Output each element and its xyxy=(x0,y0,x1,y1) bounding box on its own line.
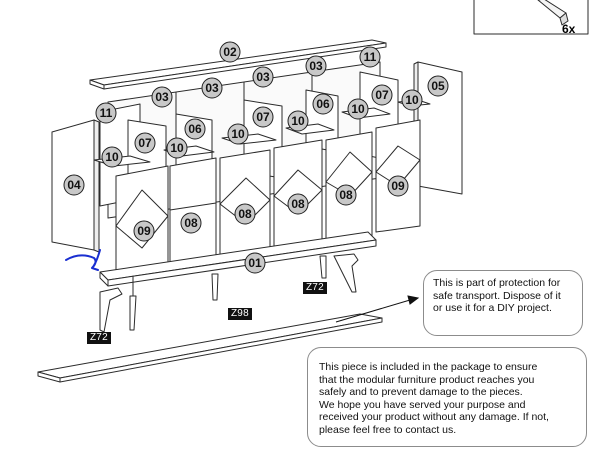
legs-z72 xyxy=(99,253,359,333)
part-number: 10 xyxy=(105,150,119,164)
part-badge-p03d: 03 xyxy=(305,55,327,77)
part-number: 05 xyxy=(431,79,445,93)
part-badge-p08c: 08 xyxy=(287,193,309,215)
tag-z98: Z98 xyxy=(228,308,252,320)
part-number: 10 xyxy=(405,93,419,107)
part-number: 11 xyxy=(364,50,377,64)
part-number: 03 xyxy=(309,59,323,73)
part-badge-p04: 04 xyxy=(63,174,85,196)
tag-z72-right: Z72 xyxy=(303,282,327,294)
part-number: 10 xyxy=(170,141,184,155)
part-number: 06 xyxy=(188,122,202,136)
package-note-line: We hope you have served your purpose and xyxy=(319,398,526,411)
part-badge-p08a: 08 xyxy=(180,212,202,234)
protection-note: This is part of protection for safe tran… xyxy=(423,270,583,336)
part-badge-p10e: 10 xyxy=(166,137,188,159)
part-badge-p11a: 11 xyxy=(359,46,381,68)
part-badge-p01: 01 xyxy=(244,252,266,274)
part-badge-p10b: 10 xyxy=(401,89,423,111)
part-badge-p07c: 07 xyxy=(134,132,156,154)
part-number: 08 xyxy=(291,197,305,211)
part-number: 08 xyxy=(184,216,198,230)
part-badge-p03b: 03 xyxy=(201,77,223,99)
package-note-line: This piece is included in the package to… xyxy=(319,361,538,373)
door-left xyxy=(115,165,169,275)
part-number: 10 xyxy=(231,127,245,141)
part-number: 02 xyxy=(223,45,237,59)
part-number: 10 xyxy=(291,114,305,128)
part-number: 01 xyxy=(248,256,262,270)
part-badge-p05: 05 xyxy=(427,75,449,97)
screw-z98 xyxy=(211,273,219,301)
package-note-line: received your product without any damage… xyxy=(319,411,549,423)
part-badge-p08b: 08 xyxy=(234,203,256,225)
part-number: 07 xyxy=(256,110,270,124)
part-badge-p06a: 06 xyxy=(312,93,334,115)
part-badge-p07a: 07 xyxy=(371,84,393,106)
part-number: 03 xyxy=(256,70,270,84)
part-badge-p03c: 03 xyxy=(252,66,274,88)
part-badge-p03a: 03 xyxy=(151,86,173,108)
part-badge-p10d: 10 xyxy=(227,123,249,145)
part-number: 07 xyxy=(138,136,152,150)
hand-drawn-arrow xyxy=(65,249,101,271)
part-badge-p10a: 10 xyxy=(347,98,369,120)
part-badge-p08d: 08 xyxy=(335,184,357,206)
part-number: 07 xyxy=(375,88,389,102)
part-badge-p06b: 06 xyxy=(184,118,206,140)
part-badge-p10f: 10 xyxy=(101,146,123,168)
tag-z72-left: Z72 xyxy=(87,332,111,344)
part-number: 03 xyxy=(155,90,169,104)
part-number: 08 xyxy=(238,207,252,221)
part-badge-p10c: 10 xyxy=(287,110,309,132)
part-number: 09 xyxy=(137,224,151,238)
part-number: 06 xyxy=(316,97,330,111)
package-note-line: please feel free to contact us. xyxy=(319,423,457,436)
package-note: This piece is included in the package to… xyxy=(307,347,587,447)
part-badge-p09a: 09 xyxy=(133,220,155,242)
part-number: 10 xyxy=(351,102,365,116)
quantity-label: 6x xyxy=(562,22,576,36)
part-badge-p09b: 09 xyxy=(387,175,409,197)
part-number: 09 xyxy=(391,179,405,193)
part-badge-p07b: 07 xyxy=(252,106,274,128)
part-number: 08 xyxy=(339,188,353,202)
protection-note-line: or use it for a DIY project. xyxy=(433,302,552,314)
protection-note-line: This is part of protection for xyxy=(433,277,561,289)
part-badge-p02: 02 xyxy=(219,41,241,63)
package-note-line: that the modular furniture product reach… xyxy=(319,373,535,386)
part-number: 03 xyxy=(205,81,219,95)
part-badge-p11b: 11 xyxy=(95,102,117,124)
part-number: 11 xyxy=(100,106,113,120)
pointer-arrow xyxy=(335,295,420,323)
inset-box xyxy=(473,0,589,35)
part-number: 04 xyxy=(67,178,81,192)
protection-note-line: safe transport. Dispose of it xyxy=(433,289,561,302)
package-note-line: safely and to prevent damage to the piec… xyxy=(319,386,523,398)
